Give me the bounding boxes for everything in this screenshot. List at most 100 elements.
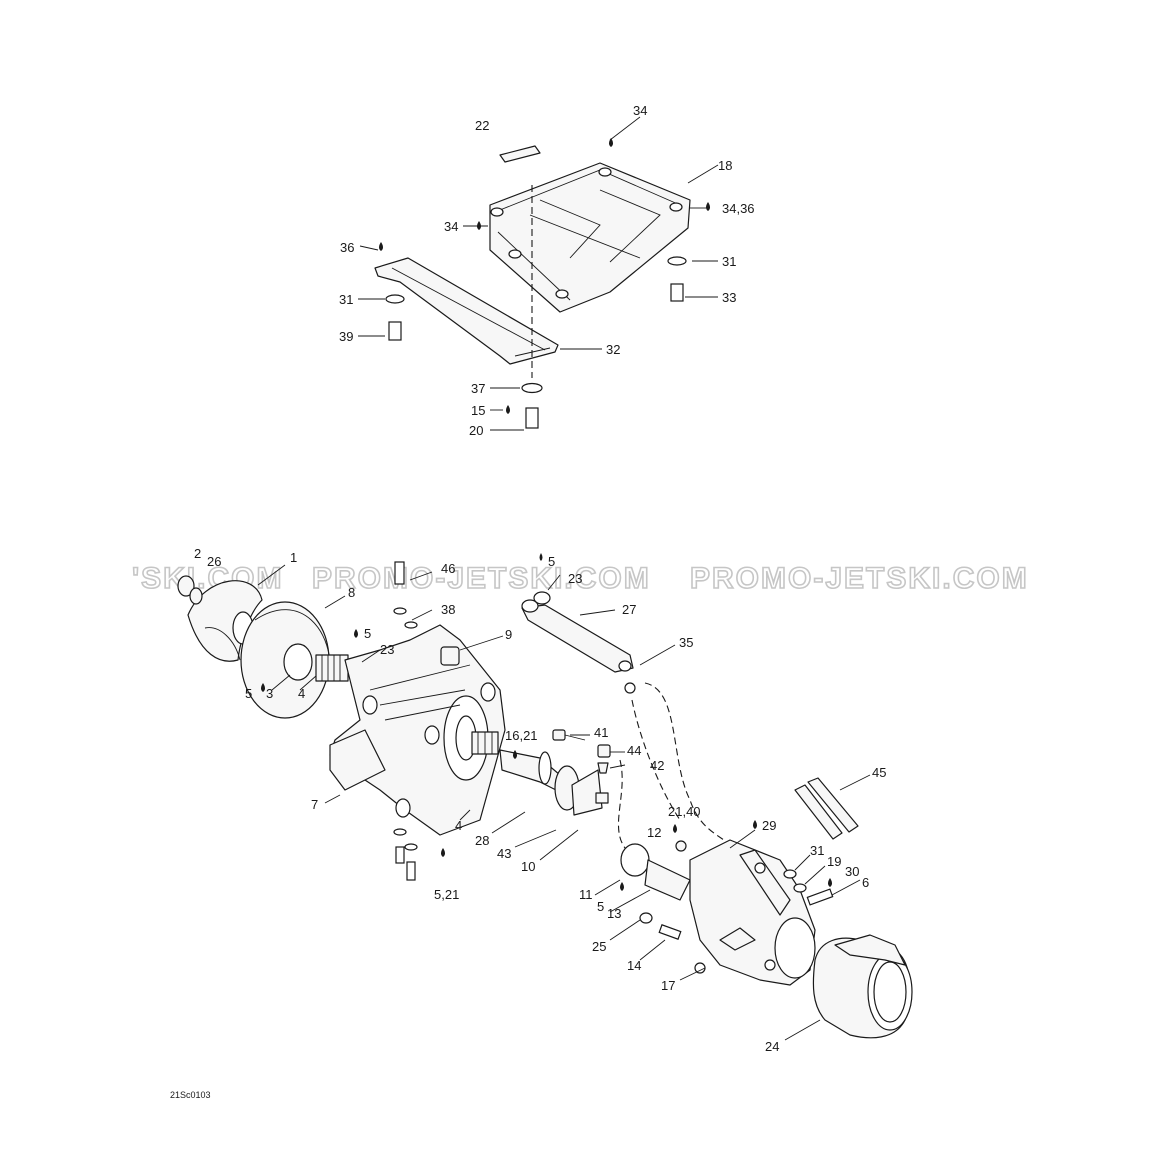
callout-1: 1 — [290, 550, 297, 565]
drop-icon-5-left — [261, 683, 265, 692]
lower-assembly — [177, 561, 913, 1039]
callout-5-lower: 5 — [597, 899, 604, 914]
callout-34-36: 34,36 — [722, 201, 755, 216]
callout-4-right: 4 — [455, 818, 462, 833]
callout-20: 20 — [469, 423, 483, 438]
part-45-rod-b — [807, 777, 859, 833]
washer-38 — [393, 607, 407, 615]
part-2-nut — [177, 575, 195, 597]
callout-46: 46 — [441, 561, 455, 576]
callout-27: 27 — [622, 602, 636, 617]
part-35-o-ring — [624, 682, 636, 694]
callout-31-left: 31 — [339, 292, 353, 307]
part-13-cone — [644, 859, 691, 901]
callout-2: 2 — [194, 546, 201, 561]
callout-35: 35 — [679, 635, 693, 650]
callout-17: 17 — [661, 978, 675, 993]
hose-path-2 — [631, 699, 681, 821]
bolt-20 — [525, 407, 539, 429]
part-22-pad — [499, 145, 541, 163]
drop-icon-21-40 — [673, 824, 677, 833]
callout-11: 11 — [579, 887, 593, 902]
callout-10: 10 — [521, 859, 535, 874]
part-3-splined-shaft — [315, 654, 349, 682]
callout-13: 13 — [607, 906, 621, 921]
callout-24: 24 — [765, 1039, 779, 1054]
upper-leaders — [358, 116, 719, 431]
callout-22: 22 — [475, 118, 489, 133]
callout-15: 15 — [471, 403, 485, 418]
bolt-33 — [670, 283, 684, 302]
callout-19: 19 — [827, 854, 841, 869]
washer-lower-right — [404, 843, 418, 851]
upper-assembly — [374, 145, 691, 429]
part-26-washer — [189, 587, 203, 605]
callout-31-lower: 31 — [810, 843, 824, 858]
callout-36: 36 — [340, 240, 354, 255]
callout-6: 6 — [862, 875, 869, 890]
callout-43: 43 — [497, 846, 511, 861]
screw-14 — [658, 924, 682, 940]
drop-icon-29 — [753, 820, 757, 829]
callout-labels: 34 22 18 34 34,36 36 31 39 31 33 32 37 1… — [194, 103, 886, 1054]
drop-icon-16-21 — [513, 750, 517, 759]
callout-44: 44 — [627, 743, 641, 758]
callout-7: 7 — [311, 797, 318, 812]
callout-3: 3 — [266, 686, 273, 701]
hose-path-3 — [617, 759, 641, 861]
callout-42: 42 — [650, 758, 664, 773]
part-9-plug — [440, 646, 460, 666]
lower-leaders — [257, 564, 871, 1041]
callout-32: 32 — [606, 342, 620, 357]
callout-21-40: 21,40 — [668, 804, 701, 819]
screw-lower-right — [406, 861, 416, 881]
callout-5-left: 5 — [245, 686, 252, 701]
callout-26: 26 — [207, 554, 221, 569]
drop-icon-30 — [828, 878, 832, 887]
callout-37: 37 — [471, 381, 485, 396]
part-10-cone — [571, 769, 609, 816]
part-18-plate — [489, 162, 691, 313]
sealant-markers — [261, 138, 832, 891]
drop-icon-15 — [506, 405, 510, 414]
drop-icon-5-lower — [620, 882, 624, 891]
watermark-text-2: PROMO-JETSKI.COM — [312, 562, 651, 595]
figure-code: 21Sc0103 — [170, 1090, 211, 1100]
washer-19 — [793, 883, 807, 893]
part-11-o-ring — [620, 843, 650, 877]
drop-icon-5-top — [539, 553, 543, 561]
drop-icon-34-36 — [706, 202, 710, 211]
part-27-tube — [521, 599, 634, 673]
callout-29: 29 — [762, 818, 776, 833]
callout-5-top: 5 — [548, 554, 555, 569]
washer-31-right — [667, 256, 687, 266]
callout-18: 18 — [718, 158, 732, 173]
washer-lower-left — [393, 828, 407, 836]
part-44-insert — [597, 744, 611, 758]
callout-30: 30 — [845, 864, 859, 879]
part-41-bolt — [552, 729, 586, 741]
washer-25 — [639, 912, 653, 924]
callout-14: 14 — [627, 958, 641, 973]
watermark: 'SKI.COM PROMO-JETSKI.COM PROMO-JETSKI.C… — [131, 561, 1027, 596]
callout-5-21: 5,21 — [434, 887, 459, 902]
callout-34-top: 34 — [633, 103, 647, 118]
callout-38: 38 — [441, 602, 455, 617]
part-24-nozzle — [812, 934, 913, 1039]
part-28-shaft — [499, 749, 561, 791]
callout-39: 39 — [339, 329, 353, 344]
callout-41: 41 — [594, 725, 608, 740]
bolt-6 — [806, 888, 834, 906]
washer-31-left — [385, 294, 405, 304]
part-7-pump-housing — [329, 624, 506, 836]
washer-31-lower — [783, 869, 797, 879]
callout-34-left: 34 — [444, 219, 458, 234]
drop-icon-34-top — [609, 138, 613, 147]
callout-31-right: 31 — [722, 254, 736, 269]
callout-45: 45 — [872, 765, 886, 780]
part-23-ring — [533, 591, 551, 605]
drop-icon-5-21 — [441, 848, 445, 857]
drop-icon-34-left — [477, 221, 481, 230]
callout-23-top: 23 — [568, 571, 582, 586]
